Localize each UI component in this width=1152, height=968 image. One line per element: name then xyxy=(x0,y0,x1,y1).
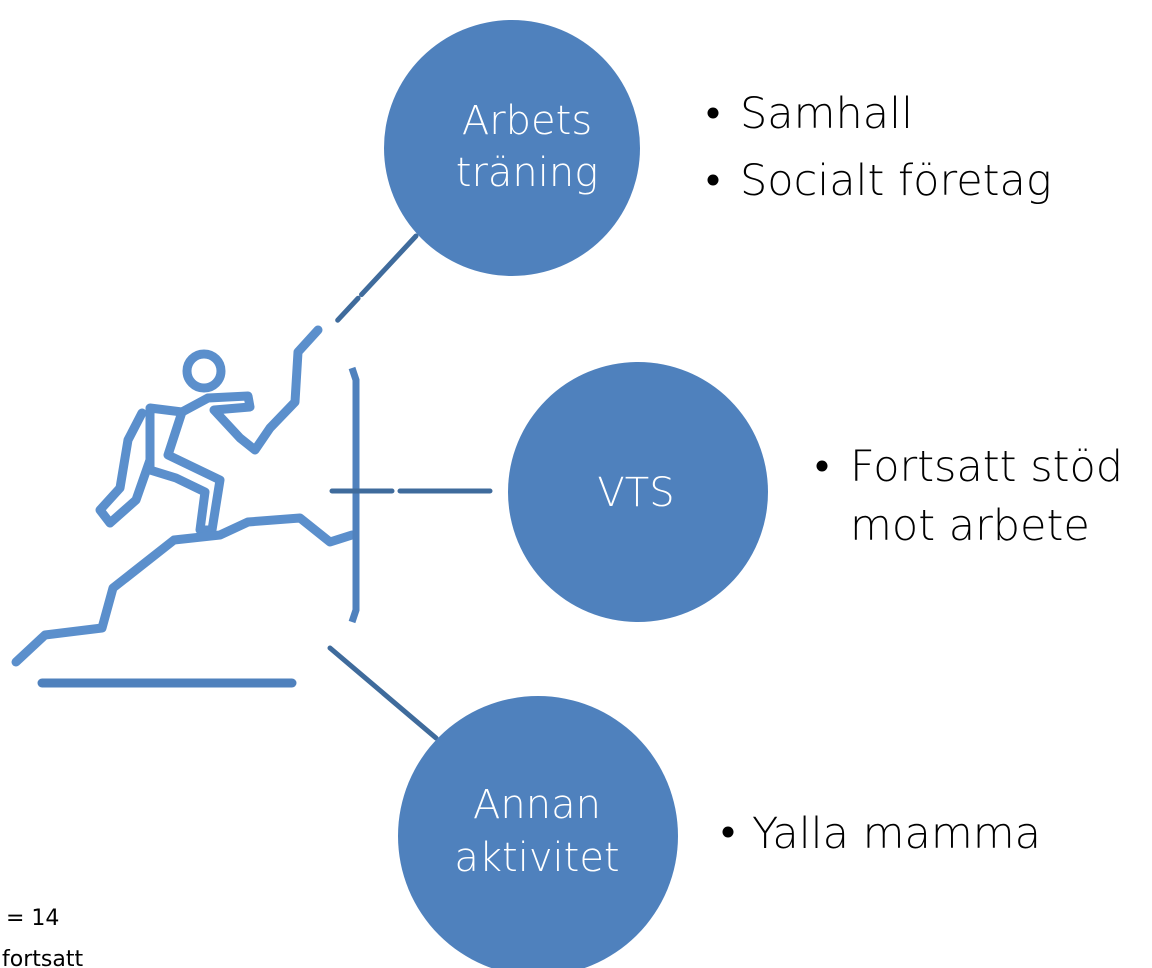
bullet-item: Samhall xyxy=(740,89,913,139)
node-label-line: Arbets xyxy=(462,98,592,144)
node-label-line: Annan xyxy=(473,782,601,828)
node-vts: VTS xyxy=(508,362,768,622)
node-annan-aktivitet: Annan aktivitet xyxy=(398,696,678,968)
node-circle xyxy=(508,362,768,622)
bullet-dot xyxy=(816,460,828,472)
bullet-list-arbetstraning: Samhall Socialt företag xyxy=(707,89,1052,206)
footnote-line-2: fortsatt xyxy=(2,947,83,968)
node-label-line: aktivitet xyxy=(454,835,619,881)
node-circle xyxy=(398,696,678,968)
bullet-item: Fortsatt stöd xyxy=(850,442,1123,492)
bullet-dot xyxy=(707,174,719,186)
bullet-dot xyxy=(722,826,734,838)
connectors xyxy=(327,233,493,741)
bullet-item: Yalla mamma xyxy=(752,809,1041,859)
node-arbetstraning: Arbets träning xyxy=(384,20,640,276)
bullet-item: Socialt företag xyxy=(740,156,1052,206)
climber-icon xyxy=(11,325,357,688)
bullet-item: mot arbete xyxy=(850,501,1090,551)
footnote-line-1: = 14 xyxy=(6,906,59,931)
bullet-list-vts: Fortsatt stöd mot arbete xyxy=(816,442,1123,551)
bullet-list-annan-aktivitet: Yalla mamma xyxy=(722,809,1041,859)
node-label-line: träning xyxy=(456,150,598,196)
node-label-line: VTS xyxy=(597,470,674,516)
node-circle xyxy=(384,20,640,276)
bullet-dot xyxy=(707,107,719,119)
wall-divider xyxy=(348,366,360,624)
